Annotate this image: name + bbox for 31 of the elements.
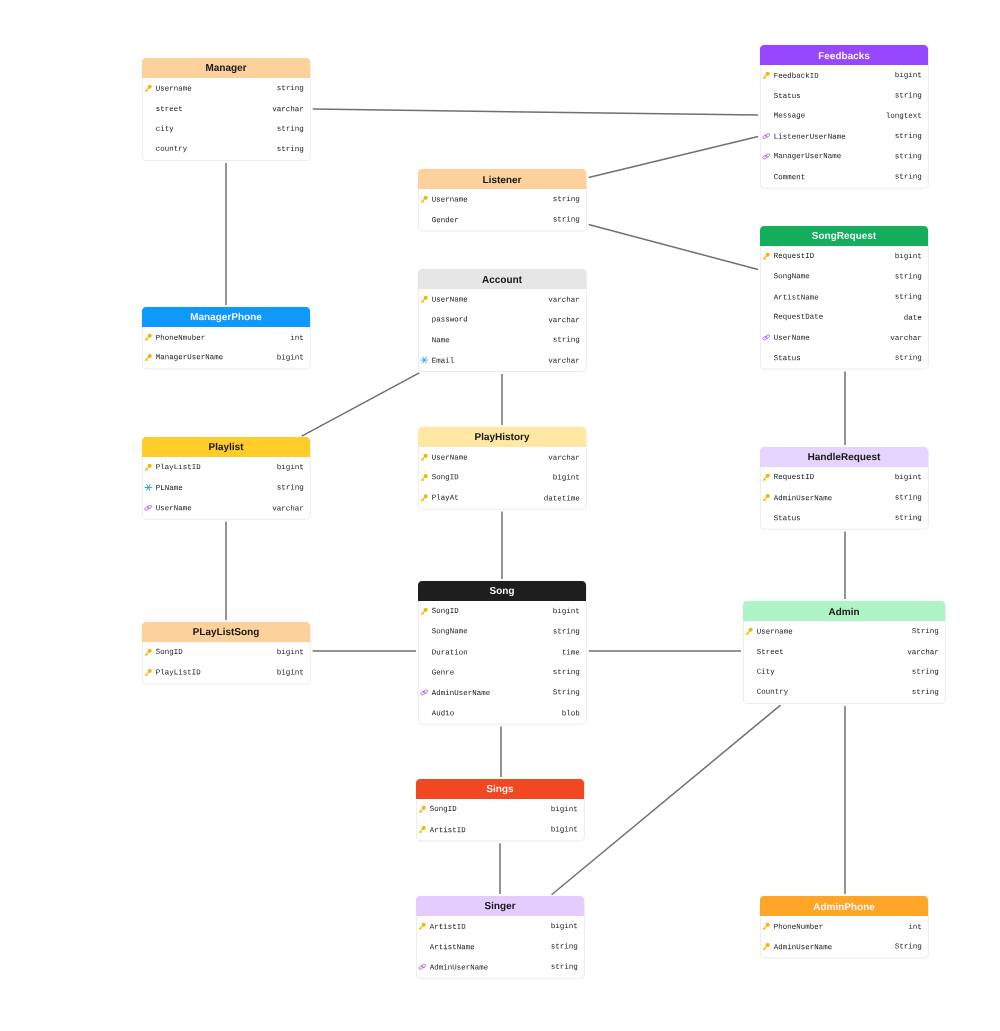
table-header: Manager <box>142 58 310 78</box>
relationship-line <box>587 223 759 271</box>
table-header: Singer <box>416 896 584 916</box>
relationship-line <box>311 650 417 652</box>
relationship-line <box>500 725 502 778</box>
relationship-line <box>301 372 420 437</box>
table-header: PlayHistory <box>418 427 586 447</box>
table-header: Listener <box>418 169 586 189</box>
table-header: Admin <box>743 601 945 621</box>
table-header: HandleRequest <box>760 447 928 467</box>
table-header: AdminPhone <box>760 896 928 916</box>
relationship-line <box>311 108 759 116</box>
relationship-line <box>587 135 759 179</box>
relationship-line <box>587 650 742 652</box>
table-header: PLayListSong <box>142 622 310 642</box>
table-header: Feedbacks <box>760 45 928 65</box>
relationship-line <box>550 704 782 896</box>
table-header: Account <box>418 269 586 289</box>
relationship-line <box>844 530 846 600</box>
table-header: Playlist <box>142 437 310 457</box>
relationship-line <box>499 842 501 895</box>
table-header: SongRequest <box>760 226 928 246</box>
relationship-line <box>844 370 846 446</box>
table-header: Song <box>418 581 586 601</box>
table-header: ManagerPhone <box>142 307 310 327</box>
relationship-line <box>501 373 503 426</box>
relationship-line <box>225 520 227 621</box>
relationship-line <box>501 510 503 580</box>
relationship-line <box>225 162 227 306</box>
table-header: Sings <box>416 779 584 799</box>
relationship-line <box>844 705 846 895</box>
